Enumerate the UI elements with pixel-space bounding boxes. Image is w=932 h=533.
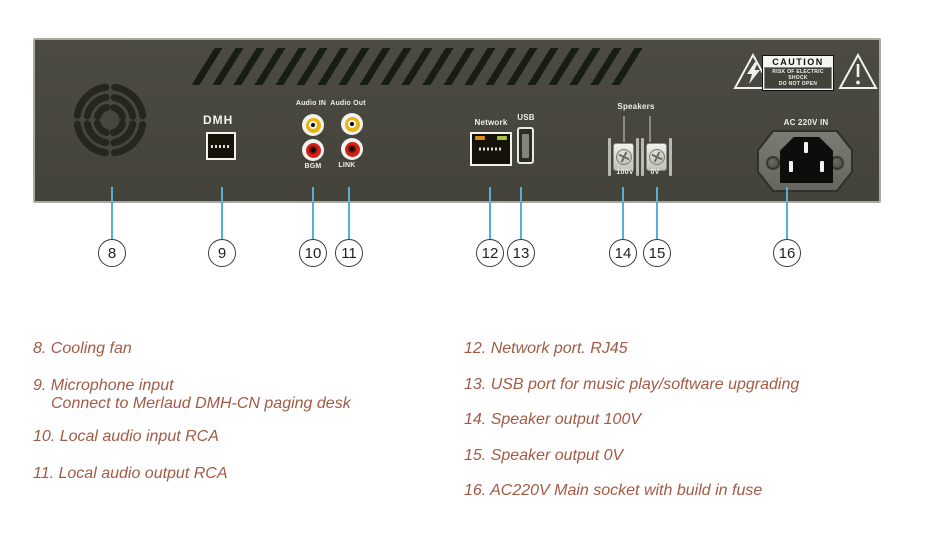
dmh-rj45-port [206, 132, 236, 160]
callout-14: 14 [609, 187, 637, 267]
callout-16: 16 [773, 187, 801, 267]
speaker-terminals [608, 138, 672, 176]
speaker-terminal-0v [641, 138, 672, 176]
callout-11: 11 [335, 187, 363, 267]
network-rj45-port [470, 132, 512, 166]
speaker-terminal-100v [608, 138, 639, 176]
legend-item-12: 12. Network port. RJ45 [464, 340, 628, 357]
callout-circle: 11 [335, 239, 363, 267]
callout-10: 10 [299, 187, 327, 267]
usb-label: USB [517, 113, 535, 122]
leader-line [312, 187, 314, 239]
ac-input-label: AC 220V IN [783, 118, 829, 127]
rca-yellow-ring [344, 116, 360, 132]
exclamation-warning-triangle-icon [838, 53, 878, 89]
caution-sticker: CAUTION RISK OF ELECTRIC SHOCK DO NOT OP… [762, 55, 834, 91]
leader-line [221, 187, 223, 239]
leader-line [786, 187, 788, 239]
screw-icon [648, 149, 665, 165]
callout-9: 9 [208, 187, 236, 267]
legend-item-15: 15. Speaker output 0V [464, 447, 624, 464]
callout-circle: 12 [476, 239, 504, 267]
callout-15: 15 [643, 187, 671, 267]
rca-jack-audio-out [341, 113, 363, 135]
legend-item-11: 11. Local audio output RCA [33, 465, 228, 482]
rca-red-ring [344, 141, 360, 157]
iec-c14-inlet [780, 137, 833, 183]
network-led-green [497, 136, 507, 140]
audio-in-label: Audio IN [295, 100, 327, 107]
link-label: LINK [338, 162, 356, 169]
speaker-wire-stub [649, 116, 651, 142]
rca-jack-bgm [302, 139, 324, 161]
leader-line [520, 187, 522, 239]
audio-out-label: Audio Out [330, 100, 366, 107]
usb-port [517, 127, 534, 164]
rj45-pins-icon [211, 144, 231, 148]
callout-circle: 14 [609, 239, 637, 267]
speaker-wire-stub [623, 116, 625, 142]
vent-slats [191, 48, 655, 85]
callout-12: 12 [476, 187, 504, 267]
cooling-fan-grille [73, 83, 147, 157]
caution-title: CAUTION [772, 57, 824, 67]
callout-circle: 16 [773, 239, 801, 267]
rca-jack-link [341, 138, 363, 160]
rca-yellow-ring [305, 117, 321, 133]
speaker-100v-label: 100V [616, 169, 634, 176]
legend-item-8: 8. Cooling fan [33, 340, 132, 357]
screw-icon [615, 149, 632, 165]
speakers-label: Speakers [617, 102, 655, 111]
rca-jack-audio-in [302, 114, 324, 136]
callout-circle: 8 [98, 239, 126, 267]
legend-item-13: 13. USB port for music play/software upg… [464, 376, 800, 393]
callout-circle: 13 [507, 239, 535, 267]
leader-line [656, 187, 658, 239]
legend-item-14: 14. Speaker output 100V [464, 411, 642, 428]
network-label: Network [474, 118, 508, 127]
legend-item-16: 16. AC220V Main socket with build in fus… [464, 482, 763, 499]
rj45-pins-icon [479, 147, 503, 151]
rca-red-ring [305, 142, 321, 158]
bgm-label: BGM [304, 163, 322, 170]
network-led-orange [475, 136, 485, 140]
leader-line [111, 187, 113, 239]
rear-panel: DMH Audio IN Audio Out BGM [33, 38, 881, 203]
speaker-0v-label: 0V [650, 169, 660, 176]
callout-8: 8 [98, 187, 126, 267]
ac-socket [757, 130, 853, 192]
leader-line [348, 187, 350, 239]
legend-item-9: 9. Microphone input Connect to Merlaud D… [33, 377, 351, 412]
screw-icon [766, 156, 780, 170]
dmh-port-label: DMH [203, 113, 234, 127]
usb-tongue [522, 133, 529, 158]
caution-body: RISK OF ELECTRIC SHOCK DO NOT OPEN [764, 67, 832, 89]
callout-circle: 9 [208, 239, 236, 267]
callout-13: 13 [507, 187, 535, 267]
leader-line [622, 187, 624, 239]
legend-item-10: 10. Local audio input RCA [33, 428, 219, 445]
callout-circle: 15 [643, 239, 671, 267]
leader-line [489, 187, 491, 239]
callout-circle: 10 [299, 239, 327, 267]
